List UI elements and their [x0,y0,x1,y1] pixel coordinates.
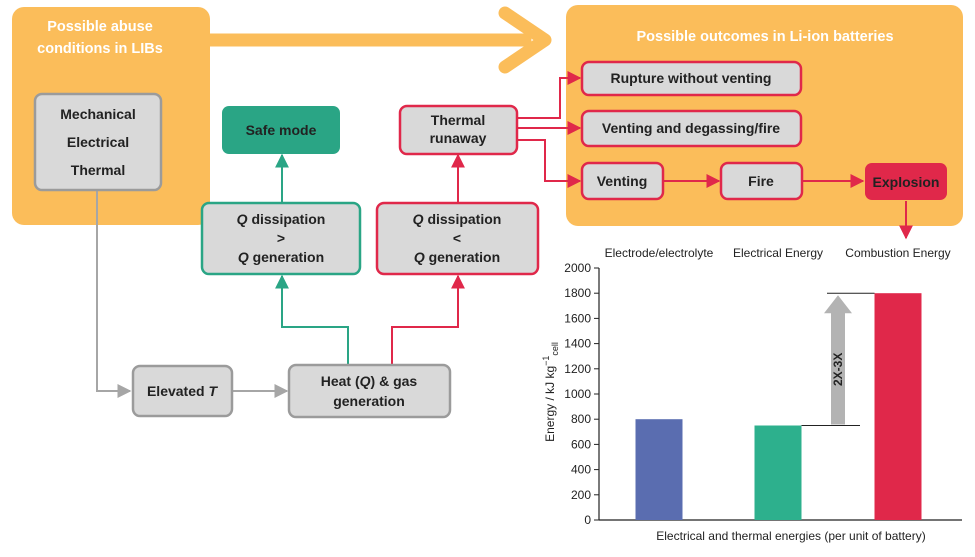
category-label-3: Combustion Energy [845,246,950,260]
fire-label: Fire [748,173,774,189]
heat-gas-line-1: Heat (Q) & gas [321,373,418,389]
y-axis-label-exponent: −1 [541,356,551,366]
venting-degassing-box [580,109,803,148]
abuse-types-box [33,92,163,192]
comparison-annotation: 2X-3X [831,353,845,386]
category-label-1: Electrode/electrolyte [605,246,714,260]
bar-3 [874,293,922,520]
y-tick-label: 200 [571,488,591,502]
abuse-title-line-2: conditions in LIBs [37,41,163,57]
dissipation-greater-line-3: Q generation [238,249,324,265]
y-tick-label: 1200 [564,362,591,376]
bar-2 [754,425,802,520]
y-tick-label: 400 [571,463,591,477]
y-tick-label: 1400 [564,337,591,351]
dissipation-less-box [375,201,540,276]
heat-gas-line-2: generation [333,393,405,409]
dissipation-less-line-3: Q generation [414,249,500,265]
y-axis-label-subscript: cell [550,342,560,356]
venting-box [580,161,665,201]
dissipation-word: dissipation [427,211,501,227]
y-tick-label: 1800 [564,286,591,300]
q-symbol: Q [414,249,425,265]
abuse-to-elevated-connector [96,190,132,398]
less-than-symbol: < [453,230,461,246]
generation-word: generation [429,249,501,265]
big-arrow-icon [198,6,552,74]
bar-1 [635,419,683,520]
y-tick-label: 2000 [564,261,591,275]
generation-word: generation [253,249,325,265]
heat-word: Heat ( [321,373,360,389]
heat-gas-generation-box [287,363,452,419]
q-symbol: Q [237,211,248,227]
explosion-label: Explosion [873,174,940,190]
thermal-runaway-line-1: Thermal [431,112,485,128]
safe-mode-box [222,106,340,154]
outcomes-title: Possible outcomes in Li-ion batteries [636,29,893,45]
dissipation-greater-line-1: Q dissipation [237,211,326,227]
elevated-temperature-label: Elevated T [147,383,218,399]
energy-bar-chart: 0200400600800100012001400160018002000Ele… [541,246,962,543]
elevated-temperature-box [131,364,234,418]
q-symbol: Q [360,373,371,389]
y-tick-label: 800 [571,412,591,426]
electrical-label: Electrical [67,134,129,150]
venting-label: Venting [597,173,648,189]
t-symbol: T [208,383,218,399]
dissipation-word: dissipation [251,211,325,227]
abuse-title-line-1: Possible abuse [47,19,153,35]
rupture-label: Rupture without venting [611,70,772,86]
heat-to-dissipation-less-connector [391,274,465,365]
runaway-to-rupture-connector [517,71,582,119]
thermal-runaway-box [398,104,519,156]
explosion-box [865,163,947,200]
category-label-2: Electrical Energy [733,246,823,260]
elevated-word: Elevated [147,383,208,399]
thermal-runaway-line-2: runaway [430,130,487,146]
venting-degassing-label: Venting and degassing/fire [602,120,780,136]
y-tick-label: 600 [571,437,591,451]
greater-than-symbol: > [277,230,285,246]
y-tick-label: 1000 [564,387,591,401]
y-tick-label: 1600 [564,311,591,325]
gas-word: ) & gas [371,373,418,389]
q-symbol: Q [238,249,249,265]
q-symbol: Q [413,211,424,227]
dissipation-greater-box [200,201,362,276]
runaway-to-venting-connector [517,139,582,188]
mechanical-label: Mechanical [60,106,135,122]
dissipation-less-line-1: Q dissipation [413,211,502,227]
fire-box [719,161,804,201]
rupture-box [580,60,803,97]
x-axis-label: Electrical and thermal energies (per uni… [656,529,925,543]
y-tick-label: 0 [584,513,591,527]
heat-to-dissipation-greater-connector [275,274,349,365]
y-axis-label-main: Energy / kJ kg [543,366,557,442]
up-arrow-icon [824,295,852,425]
safe-mode-label: Safe mode [246,122,317,138]
y-axis-label: Energy / kJ kg−1cell [541,342,560,442]
thermal-label: Thermal [71,162,125,178]
